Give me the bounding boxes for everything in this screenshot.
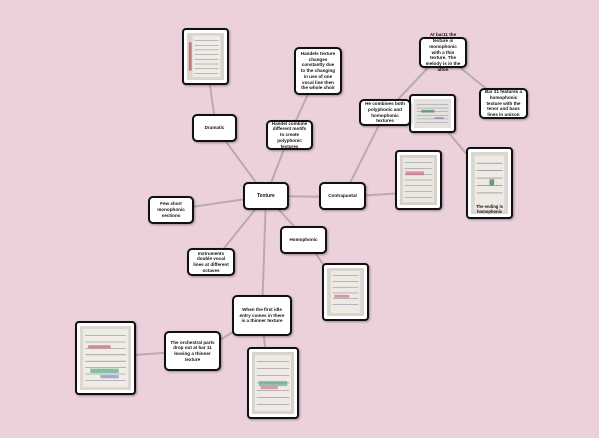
score-photo-icon bbox=[327, 268, 364, 316]
node-first-idle-label: When the first idle entry comes in there… bbox=[239, 306, 285, 324]
score-photo-icon bbox=[471, 152, 508, 214]
node-bar31-label: Bar 31 features a homophonic texture wit… bbox=[484, 89, 523, 118]
node-handel-combine-label: Handel combine different motifs to creat… bbox=[271, 120, 308, 149]
score-photo-icon bbox=[80, 326, 131, 390]
photo-top-score[interactable] bbox=[182, 28, 229, 85]
score-photo-icon bbox=[252, 352, 294, 414]
photo-bottom-score[interactable] bbox=[247, 347, 299, 419]
node-bar31[interactable]: Bar 31 features a homophonic texture wit… bbox=[479, 88, 528, 119]
score-photo-icon bbox=[400, 155, 437, 205]
node-homophonic[interactable]: Homophonic bbox=[280, 226, 327, 254]
photo-right-score[interactable] bbox=[395, 150, 442, 210]
photo-mid-score[interactable] bbox=[409, 94, 456, 133]
node-bar-monophonic-label: At bar11 the texture is monophonic with … bbox=[425, 32, 461, 72]
score-photo-icon bbox=[187, 33, 224, 80]
node-instruments-double[interactable]: Instruments double vocal lines at differ… bbox=[187, 248, 235, 276]
node-handel-changes[interactable]: Handels texture changes constantly due t… bbox=[294, 47, 342, 95]
node-instruments-double-label: Instruments double vocal lines at differ… bbox=[193, 250, 229, 273]
photo-ending-score[interactable]: The ending is homophonic bbox=[466, 147, 513, 219]
node-handel-changes-label: Handels texture changes constantly due t… bbox=[300, 50, 336, 91]
node-dramatic[interactable]: Dramatic bbox=[192, 114, 237, 142]
node-few-short[interactable]: Few short monophonic sections bbox=[148, 196, 194, 224]
connector-line bbox=[261, 195, 267, 315]
photo-homophonic-score[interactable] bbox=[322, 263, 369, 321]
central-node-texture[interactable]: Texture bbox=[243, 182, 289, 210]
node-bar-monophonic[interactable]: At bar11 the texture is monophonic with … bbox=[419, 32, 467, 72]
node-contrapuntal[interactable]: Contrapuntal bbox=[319, 182, 366, 210]
node-few-short-label: Few short monophonic sections bbox=[157, 201, 185, 218]
node-orchestral-drop[interactable]: The orchestral parts drop out at bar 11 … bbox=[164, 331, 221, 371]
node-homophonic-polyphonic[interactable]: He combines both polyphonic and homophon… bbox=[359, 99, 411, 126]
node-homophonic-polyphonic-label: He combines both polyphonic and homophon… bbox=[365, 101, 405, 124]
node-homophonic-label: Homophonic bbox=[289, 237, 318, 243]
node-first-idle[interactable]: When the first idle entry comes in there… bbox=[232, 295, 292, 336]
photo-orchestral-score[interactable] bbox=[75, 321, 136, 395]
score-photo-icon bbox=[414, 99, 451, 128]
ending-homophonic-caption: The ending is homophonic bbox=[476, 203, 503, 214]
node-contrapuntal-label: Contrapuntal bbox=[328, 193, 357, 199]
node-dramatic-label: Dramatic bbox=[204, 125, 225, 131]
node-handel-combine[interactable]: Handel combine different motifs to creat… bbox=[266, 120, 313, 150]
central-node-label: Texture bbox=[257, 192, 275, 199]
node-orchestral-drop-label: The orchestral parts drop out at bar 11 … bbox=[170, 339, 215, 362]
